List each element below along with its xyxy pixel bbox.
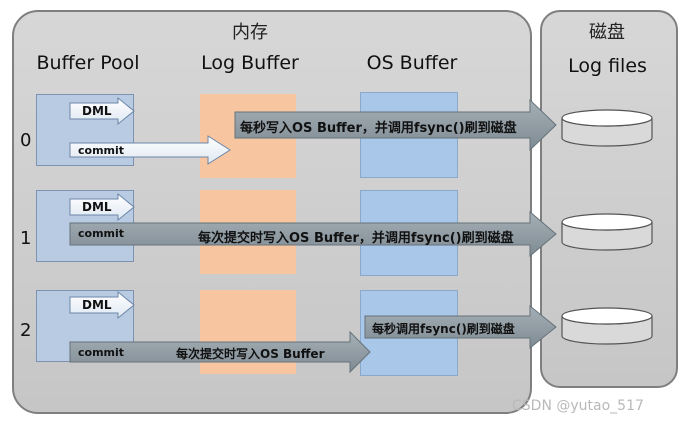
log-buffer-header: Log Buffer: [201, 52, 299, 74]
disk-cylinder-0: [561, 109, 653, 147]
write-arrow-0: [234, 98, 557, 152]
row-label-2: 2: [20, 320, 32, 341]
arrow-text-1: 每次提交时写入OS Buffer，并调用fsync()刷到磁盘: [198, 231, 514, 246]
commit-arrow-2: [69, 330, 371, 374]
disk-cylinder-2: [561, 307, 653, 345]
commit-arrow-0: [69, 135, 231, 165]
buffer-pool-header: Buffer Pool: [36, 52, 140, 74]
row-label-0: 0: [20, 130, 32, 151]
disk-cylinder-1: [561, 213, 653, 251]
memory-title: 内存: [232, 22, 268, 43]
arrow-text-2: 每次提交时写入OS Buffer: [176, 347, 325, 361]
watermark: CSDN @yutao_517: [512, 398, 644, 414]
dml-label-2: DML: [82, 298, 112, 312]
log-files-header: Log files: [568, 55, 647, 77]
commit-label-0: commit: [78, 144, 125, 157]
commit-label-1: commit: [78, 227, 125, 240]
arrow-text-0: 每秒写入OS Buffer，并调用fsync()刷到磁盘: [240, 121, 517, 136]
arrow-text-2b: 每秒调用fsync()刷到磁盘: [372, 322, 515, 336]
disk-title: 磁盘: [589, 22, 625, 43]
dml-arrow-2: [69, 290, 135, 320]
dml-label-1: DML: [82, 200, 112, 214]
dml-label-0: DML: [82, 104, 112, 118]
row-label-1: 1: [20, 228, 32, 249]
os-buffer-header: OS Buffer: [366, 52, 458, 74]
commit-label-2: commit: [78, 346, 125, 359]
flush-arrow-2: [364, 304, 557, 350]
dml-arrow-0: [69, 96, 135, 126]
dml-arrow-1: [69, 192, 135, 222]
commit-arrow-1: [69, 210, 557, 258]
